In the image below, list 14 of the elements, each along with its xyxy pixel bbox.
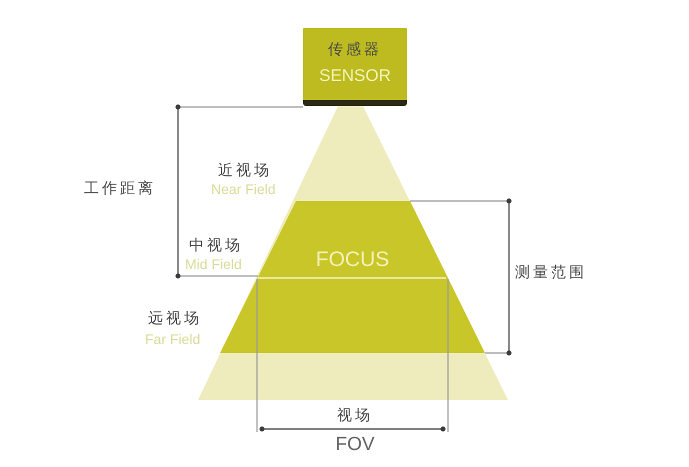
mid-field-label: 中视场	[189, 236, 243, 254]
sensor-title: 传感器	[328, 40, 382, 58]
mid-field-caption: Mid Field	[185, 256, 242, 273]
far-field-label: 远视场	[148, 309, 202, 327]
sensor-box	[303, 28, 407, 106]
working-distance-label: 工作距离	[84, 179, 156, 197]
far-field-caption: Far Field	[145, 331, 200, 348]
near-field-caption: Near Field	[211, 181, 276, 198]
focus-label: FOCUS	[316, 248, 390, 272]
field-of-view-label: 视场	[337, 406, 373, 424]
measuring-range-label: 测量范围	[515, 263, 587, 281]
sensor-subtitle: SENSOR	[319, 66, 391, 86]
fov-caption: FOV	[335, 434, 375, 456]
near-field-label: 近视场	[218, 161, 272, 179]
